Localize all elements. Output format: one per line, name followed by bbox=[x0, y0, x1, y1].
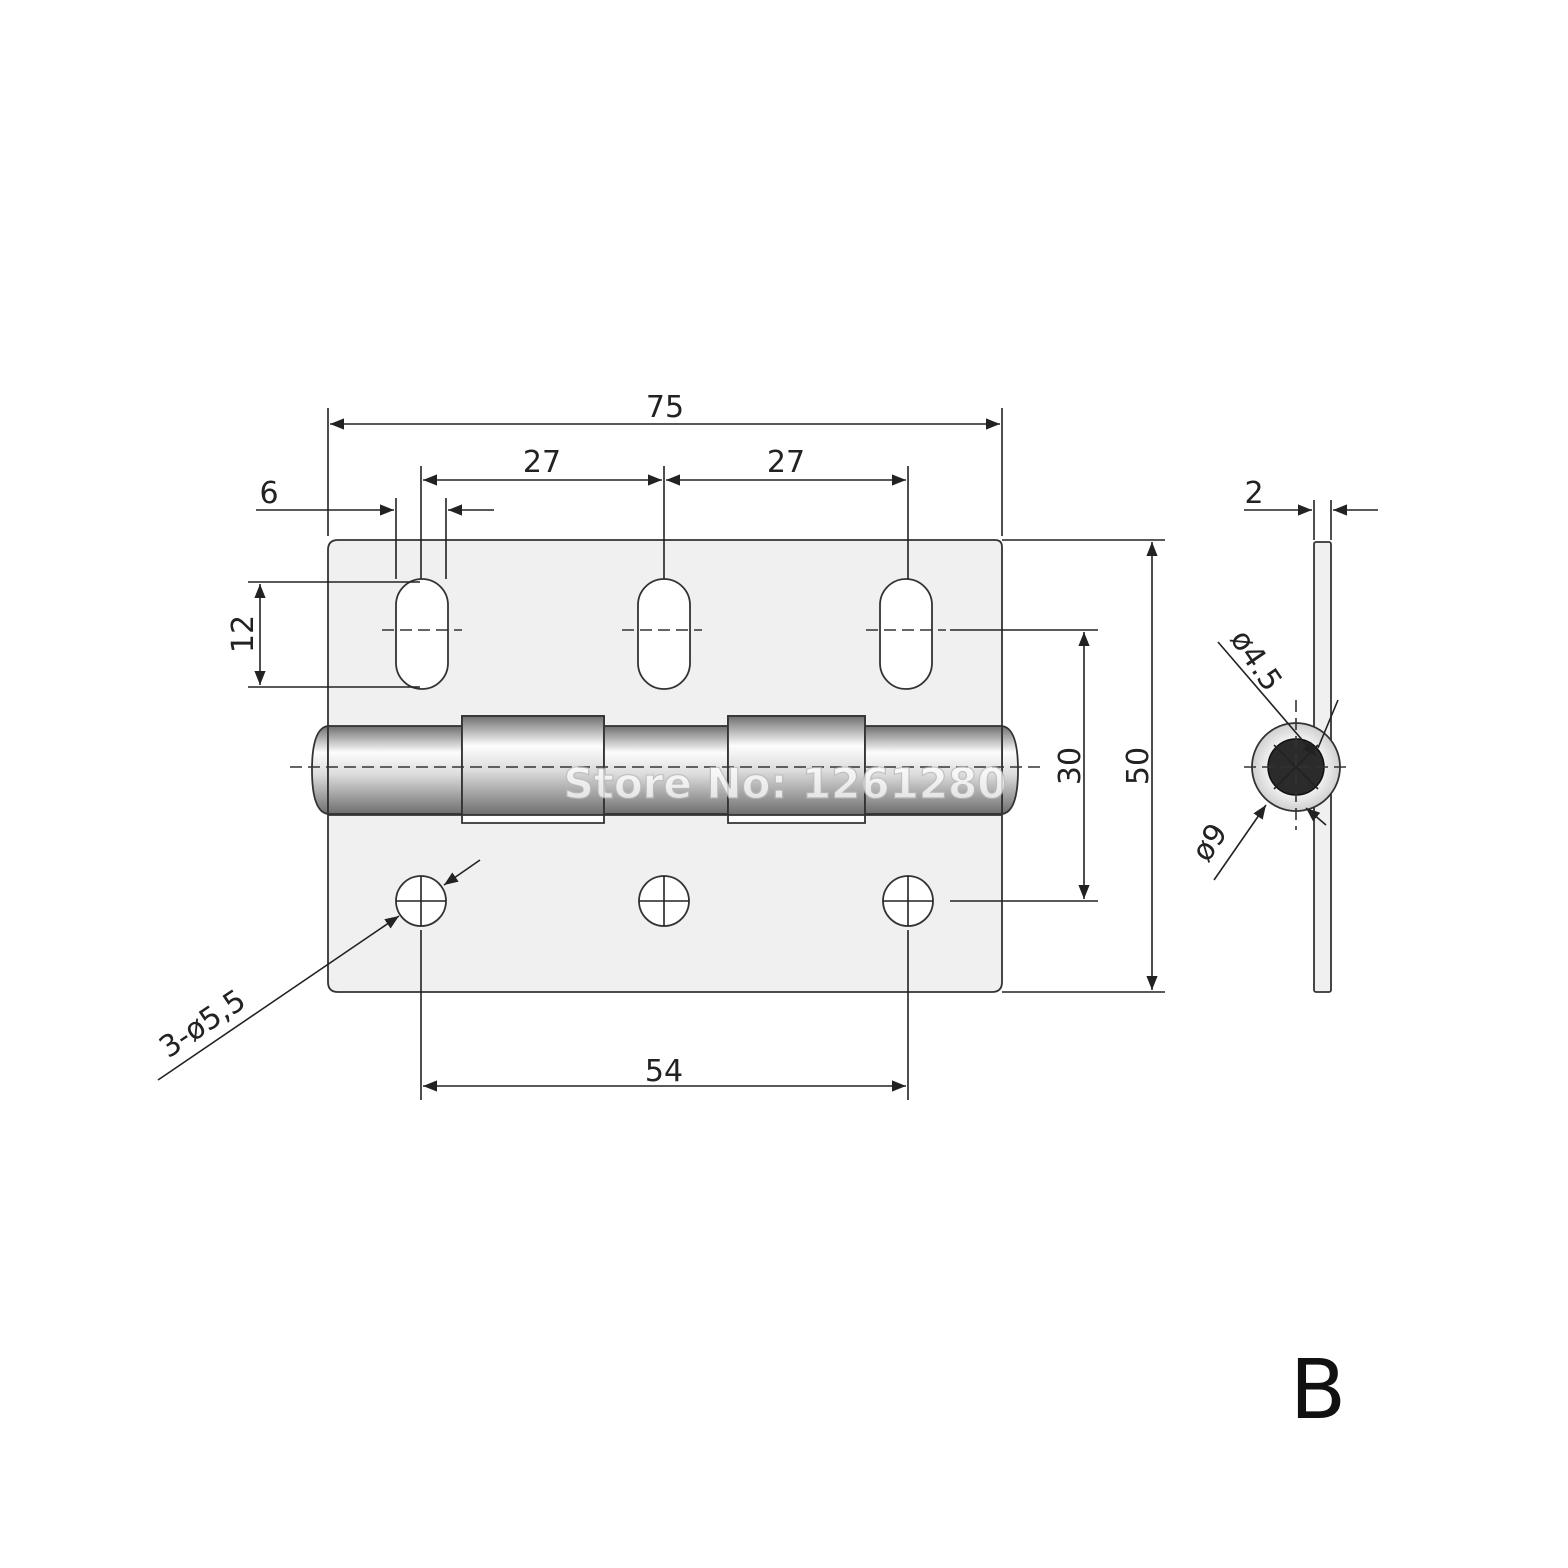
slot bbox=[637, 578, 691, 690]
dim-pin-diameter: ø4.5 bbox=[1223, 624, 1289, 698]
dim-overall-height: 50 bbox=[1121, 747, 1156, 785]
knuckle-segment bbox=[327, 725, 463, 815]
front-view: 75 27 27 6 12 30 50 54 3-ø5,5 Store No: … bbox=[153, 390, 1165, 1100]
slot bbox=[395, 578, 449, 690]
pin-end-left bbox=[311, 724, 329, 816]
side-view: 2 ø4.5 ø9 bbox=[1185, 476, 1378, 993]
watermark-text: Store No: 1261280 bbox=[564, 759, 1007, 808]
extension-lines bbox=[248, 408, 1165, 1100]
dim-hole-callout: 3-ø5,5 bbox=[153, 983, 252, 1066]
pin-end-right bbox=[1001, 724, 1019, 816]
knuckle-segment bbox=[727, 715, 866, 816]
knuckle-segment bbox=[461, 715, 605, 816]
dim-thickness: 2 bbox=[1244, 476, 1263, 511]
dimension-lines bbox=[157, 418, 1158, 1092]
knuckle-segment bbox=[864, 725, 1003, 815]
figure-label: B bbox=[1290, 1343, 1346, 1438]
dim-hole-center-distance: 30 bbox=[1053, 747, 1088, 785]
dim-overall-width: 75 bbox=[646, 390, 684, 425]
dim-slot-length: 12 bbox=[226, 615, 261, 653]
center-lines bbox=[290, 629, 1040, 768]
slot bbox=[879, 578, 933, 690]
dim-slot-spacing-left: 27 bbox=[523, 445, 561, 480]
dim-hole-spacing: 54 bbox=[645, 1054, 683, 1089]
knuckle-barrel bbox=[311, 715, 1019, 816]
dim-slot-width: 6 bbox=[259, 476, 278, 511]
dim-slot-spacing-right: 27 bbox=[767, 445, 805, 480]
round-holes bbox=[395, 875, 934, 927]
